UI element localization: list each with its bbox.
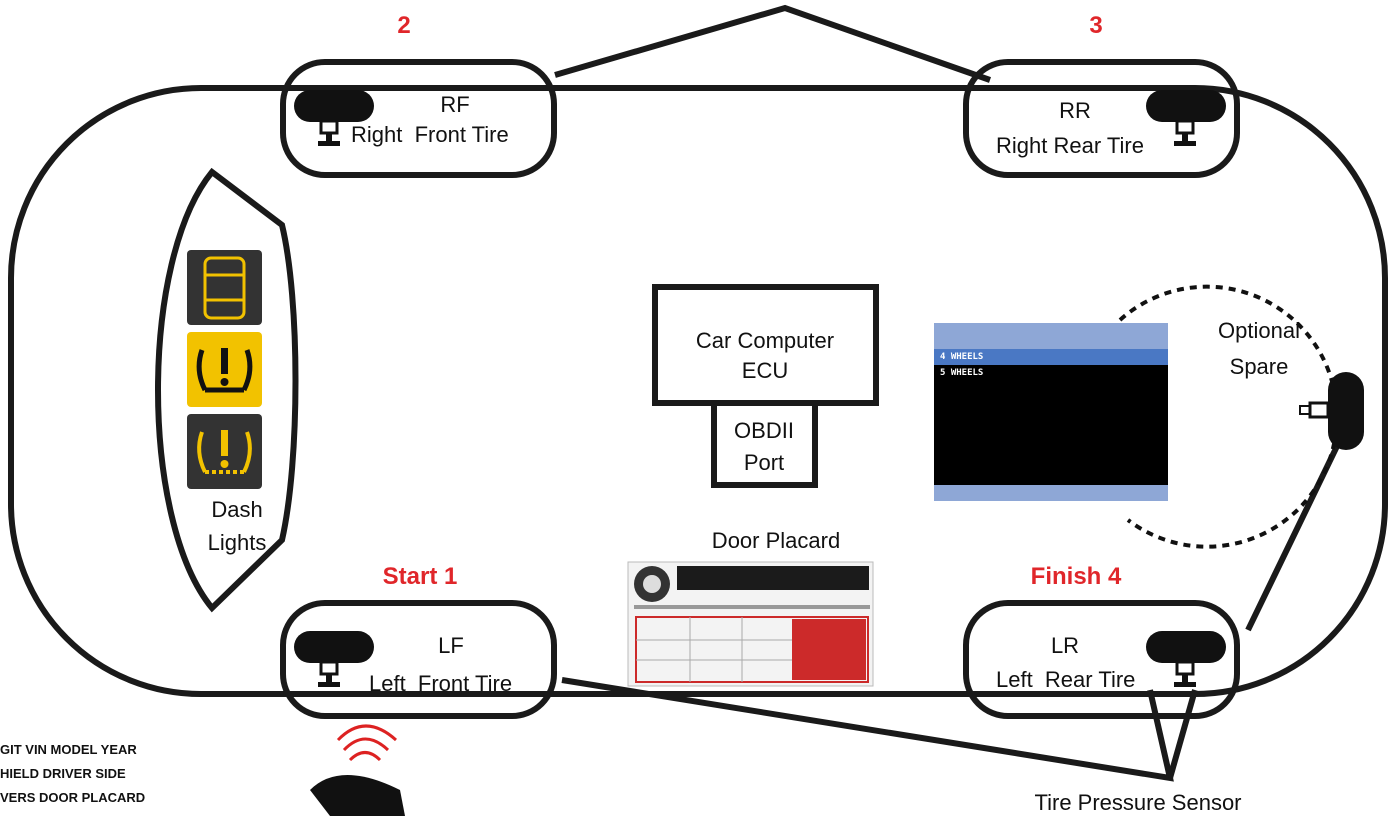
vin-note-line2: HIELD DRIVER SIDE	[0, 766, 126, 781]
wheel-option-4[interactable]: 4 WHEELS	[934, 349, 1168, 365]
dash-panel-outline	[155, 167, 299, 613]
rr-sensor-icon	[1146, 90, 1226, 146]
dash-lights-line1: Dash	[211, 497, 263, 522]
wheel-option-5[interactable]: 5 WHEELS	[940, 368, 984, 378]
lf-tire-box	[280, 600, 557, 719]
lf-sensor-icon	[294, 631, 374, 687]
rf-sensor-icon	[294, 90, 374, 146]
step-lr-label: Finish 4	[1030, 563, 1122, 590]
obd-line1: OBDII	[734, 418, 794, 443]
lr-code: LR	[1050, 633, 1080, 658]
screen-header-bar	[934, 323, 1168, 351]
ecu-line2: ECU	[741, 358, 789, 383]
rf-name: Right Front Tire	[351, 122, 509, 147]
dash-lights-line2: Lights	[207, 530, 267, 555]
dash-tile-car	[187, 250, 262, 325]
lf-code: LF	[438, 633, 464, 658]
spare-sensor-icon	[1299, 372, 1364, 450]
car-body-outline	[8, 85, 1388, 697]
top-connector-lines	[554, 4, 991, 83]
rf-code: RF	[440, 92, 470, 117]
tool-screen: 4 WHEELS 5 WHEELS	[934, 323, 1168, 501]
tpms-warning-icon-dim	[187, 414, 262, 489]
vin-note-line1: GIT VIN MODEL YEAR	[0, 742, 137, 757]
spare-line2: Spare	[1229, 354, 1289, 379]
rr-tire-box	[963, 59, 1240, 178]
ecu-line1: Car Computer	[695, 328, 835, 353]
vin-note-line3: VERS DOOR PLACARD	[0, 790, 146, 805]
rr-code: RR	[1059, 98, 1091, 123]
spare-line1: Optional	[1218, 318, 1300, 343]
spare-dashed-circle	[1118, 284, 1339, 549]
step-rr-label: 3	[1089, 12, 1103, 39]
rr-name: Right Rear Tire	[996, 133, 1144, 158]
lf-name: Left Front Tire	[369, 671, 513, 696]
door-placard-image	[627, 561, 874, 687]
lr-tire-box	[963, 600, 1240, 719]
step-rf-label: 2	[397, 12, 411, 39]
tpms-tool-icon	[310, 724, 405, 816]
screen-footer-bar	[934, 485, 1168, 501]
lr-name: Left Rear Tire	[996, 667, 1136, 692]
tpms-warning-icon-lit	[187, 332, 262, 407]
obd-line2: Port	[743, 450, 785, 475]
obd-port-box	[711, 400, 818, 488]
tire-pressure-sensor-label: Tire Pressure Sensor	[1034, 790, 1242, 815]
rf-tire-box	[280, 59, 557, 178]
door-placard-label: Door Placard	[711, 528, 841, 553]
lr-sensor-icon	[1146, 631, 1226, 687]
step-lf-label: Start 1	[382, 563, 458, 590]
